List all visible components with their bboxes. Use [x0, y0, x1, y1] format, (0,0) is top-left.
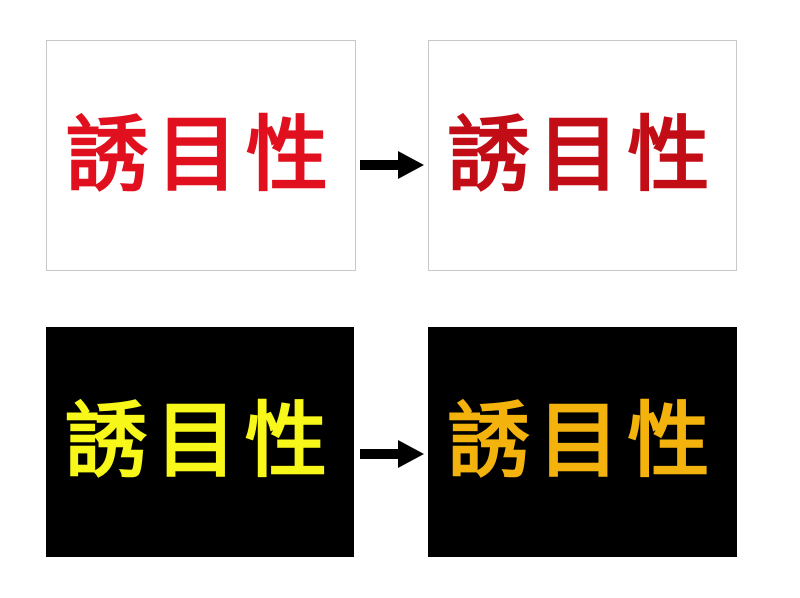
word-bright-yellow: 誘目性	[64, 394, 335, 489]
word-orange: 誘目性	[447, 394, 718, 489]
panel-bottom-right: 誘目性	[428, 327, 737, 557]
word-dark-red: 誘目性	[447, 107, 718, 203]
panel-top-right: 誘目性	[428, 40, 737, 271]
word-bright-red: 誘目性	[65, 107, 336, 203]
panel-top-left: 誘目性	[46, 40, 356, 271]
right-arrow-icon	[360, 151, 424, 179]
right-arrow-icon	[360, 440, 424, 468]
panel-bottom-left: 誘目性	[46, 327, 354, 557]
